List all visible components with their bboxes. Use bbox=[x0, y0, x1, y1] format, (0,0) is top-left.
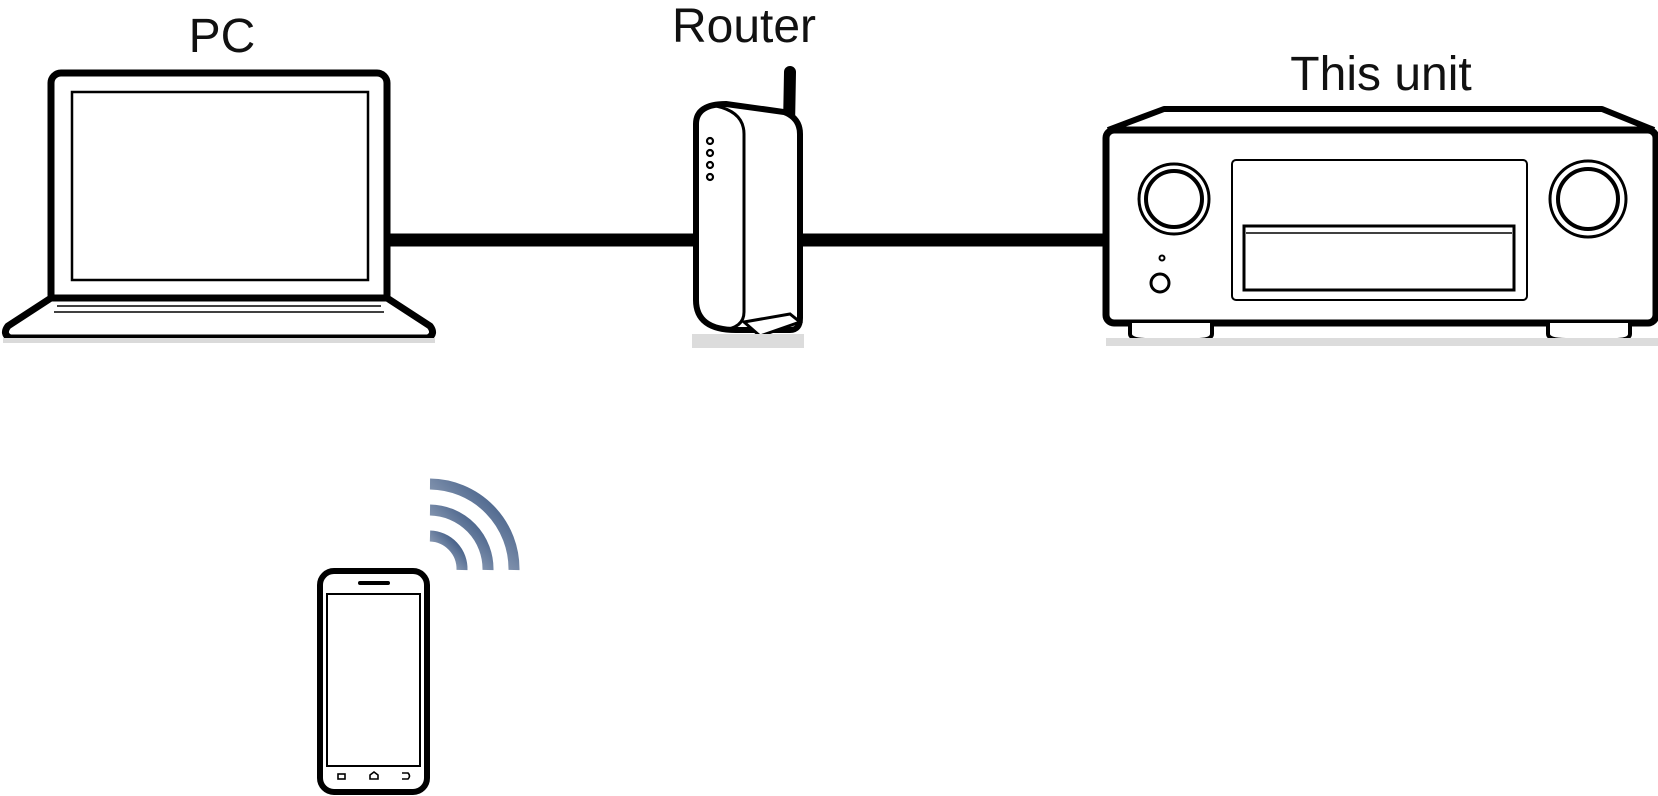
wifi-signal-icon bbox=[429, 478, 520, 571]
router-led-icon bbox=[705, 136, 715, 182]
smartphone-icon bbox=[317, 568, 430, 795]
power-button-icon bbox=[1149, 272, 1171, 294]
keyboard-icon bbox=[54, 299, 384, 313]
laptop-icon bbox=[1, 69, 437, 343]
volume-knob-right-icon bbox=[1548, 159, 1628, 239]
router-icon bbox=[692, 66, 804, 348]
av-receiver-icon bbox=[1102, 106, 1658, 346]
pc-label: PC bbox=[189, 10, 256, 63]
display-window bbox=[1242, 224, 1516, 292]
volume-knob-left-icon bbox=[1137, 162, 1211, 236]
unit-label: This unit bbox=[1290, 48, 1471, 101]
display-panel bbox=[1231, 159, 1528, 301]
router-label: Router bbox=[672, 0, 816, 53]
phone-nav-buttons-icon bbox=[337, 771, 411, 780]
